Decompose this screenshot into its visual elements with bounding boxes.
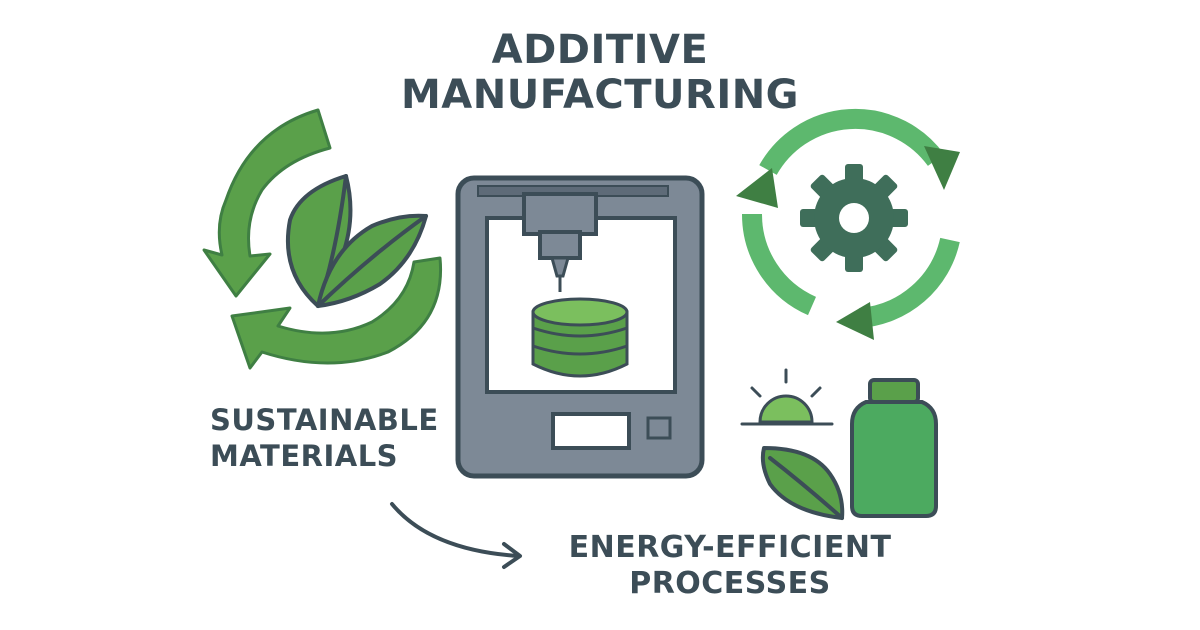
sunrise-icon xyxy=(740,368,834,426)
materials-line-1: SUSTAINABLE xyxy=(210,403,439,437)
page-title: ADDITIVE MANUFACTURING xyxy=(300,28,900,118)
bottle-icon xyxy=(850,378,938,518)
leaves-icon xyxy=(285,174,428,308)
processes-line-2: PROCESSES xyxy=(629,566,831,601)
cycle-arrows-icon xyxy=(736,108,960,340)
energy-efficient-processes-label: ENERGY-EFFICIENT PROCESSES xyxy=(540,530,920,602)
title-line-2: MANUFACTURING xyxy=(400,71,800,118)
printed-cylinder-icon xyxy=(531,297,629,378)
processes-line-1: ENERGY-EFFICIENT xyxy=(568,530,892,565)
leaf-icon xyxy=(760,446,845,520)
materials-line-2: MATERIALS xyxy=(210,439,399,474)
title-line-1: ADDITIVE xyxy=(491,27,709,73)
gear-icon xyxy=(800,164,908,272)
curved-arrow-icon xyxy=(390,502,522,569)
sustainable-materials-label: SUSTAINABLE MATERIALS xyxy=(210,402,439,475)
recycle-arrows-icon xyxy=(202,108,443,370)
